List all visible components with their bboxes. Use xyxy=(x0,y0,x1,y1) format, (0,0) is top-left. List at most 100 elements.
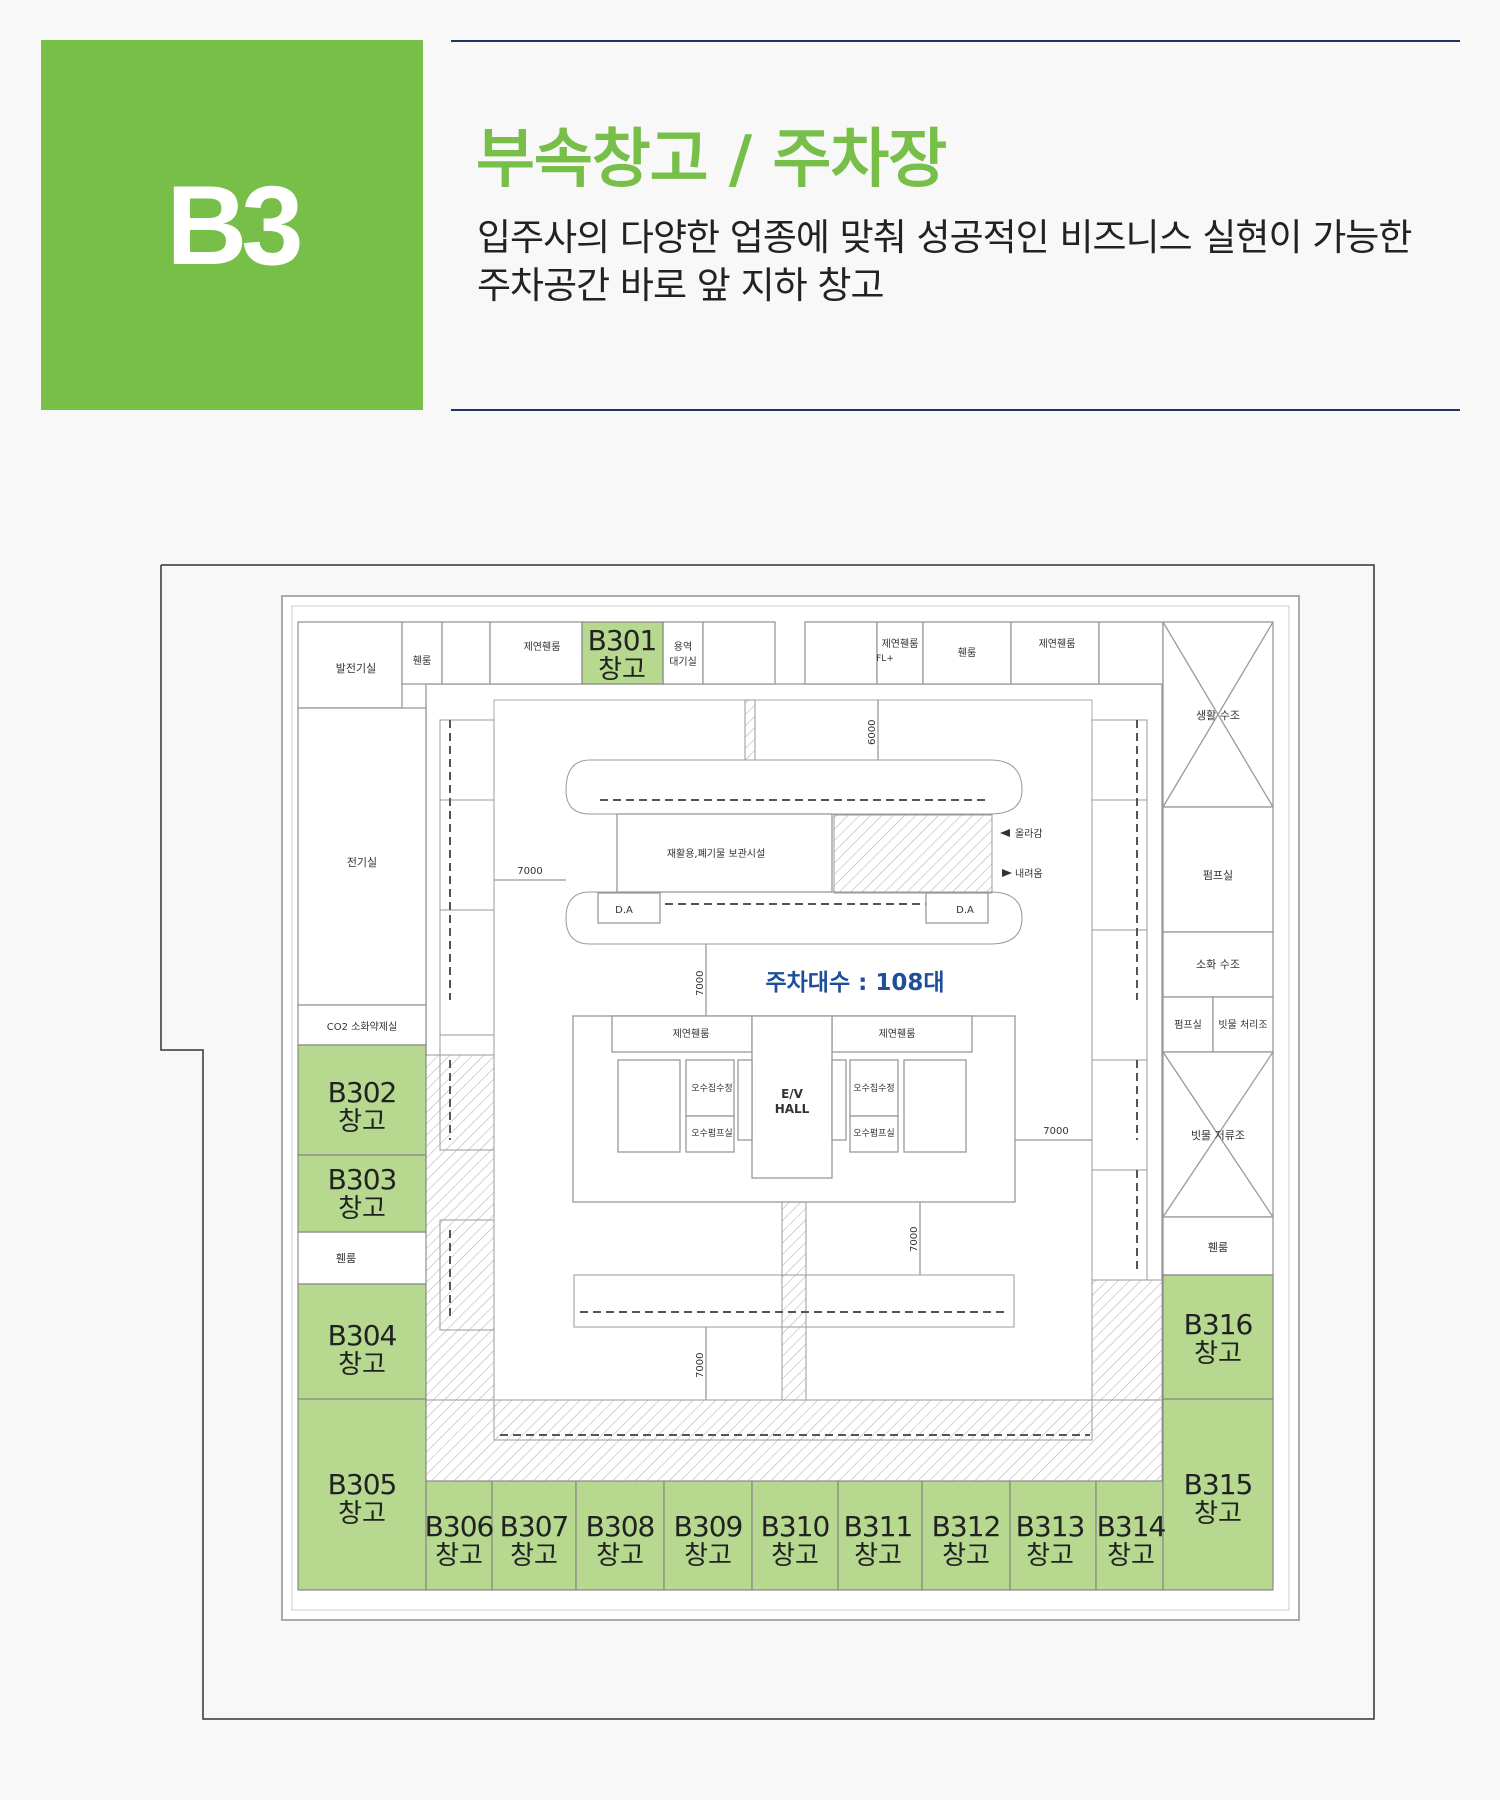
label-sewage-tank-1: 오수집수정 xyxy=(691,1082,732,1094)
storage-b303[interactable] xyxy=(297,1154,427,1233)
core-stair-left xyxy=(617,1059,681,1153)
storage-id-b303: B303 xyxy=(328,1163,397,1196)
storage-type-b310: 창고 xyxy=(771,1541,819,1571)
building-inner-wall xyxy=(291,605,1290,1611)
storage-b311[interactable] xyxy=(837,1480,923,1591)
storage-id-b313: B313 xyxy=(1016,1510,1085,1543)
room-smoke-fan-3 xyxy=(1010,621,1100,685)
storage-b306[interactable] xyxy=(425,1480,493,1591)
storage-type-b305: 창고 xyxy=(338,1499,386,1529)
storage-b309[interactable] xyxy=(663,1480,753,1591)
storage-id-b316: B316 xyxy=(1184,1308,1253,1341)
room-sewage-tank-1 xyxy=(685,1059,735,1117)
label-smoke-fan-2: 제연휀룸 xyxy=(882,638,919,650)
room-generator xyxy=(297,621,403,709)
label-fl: FL+ xyxy=(876,654,894,664)
stall xyxy=(493,1399,1093,1441)
room-fan-4 xyxy=(1162,1216,1274,1276)
parking-island-bottom xyxy=(573,1274,1015,1328)
room-da-2 xyxy=(925,892,989,924)
storage-b315[interactable] xyxy=(1162,1398,1274,1591)
storage-type-b304: 창고 xyxy=(338,1350,386,1380)
description-line-1: 입주사의 다양한 업종에 맞춰 성공적인 비즈니스 실현이 가능한 xyxy=(477,216,1412,259)
storage-id-b302: B302 xyxy=(328,1076,397,1109)
label-rain-treat: 빗물 처리조 xyxy=(1218,1019,1267,1031)
core-elev-left xyxy=(737,1059,753,1141)
hatch-left-band xyxy=(425,1054,495,1401)
room-da-1 xyxy=(597,892,661,924)
room-recycle xyxy=(616,813,833,893)
storage-b302[interactable] xyxy=(297,1044,427,1156)
page-description: 입주사의 다양한 업종에 맞춰 성공적인 비즈니스 실현이 가능한 주차공간 바… xyxy=(477,214,1457,310)
room-stair-2 xyxy=(702,621,776,685)
room-co2 xyxy=(297,1004,427,1046)
dim-7000-bottom: 7000 xyxy=(695,1353,706,1378)
label-co2: CO2 소화약제실 xyxy=(327,1021,397,1033)
description-line-2: 주차공간 바로 앞 지하 창고 xyxy=(477,264,884,307)
room-stair-4 xyxy=(1098,621,1164,685)
label-core-fan-1: 제연휀룸 xyxy=(673,1028,710,1040)
label-generator: 발전기실 xyxy=(336,662,376,675)
label-recycle: 재활용,폐기물 보관시설 xyxy=(667,847,765,860)
storage-b304[interactable] xyxy=(297,1283,427,1400)
header-rule-top xyxy=(451,40,1460,42)
room-stair-1 xyxy=(441,621,491,685)
storage-b310[interactable] xyxy=(751,1480,839,1591)
storage-type-b313: 창고 xyxy=(1026,1541,1074,1571)
storage-id-b301: B301 xyxy=(588,624,657,657)
hatch-right-band xyxy=(1091,1279,1163,1401)
room-electric xyxy=(297,707,427,1006)
storage-type-b312: 창고 xyxy=(942,1541,990,1571)
storage-id-b311: B311 xyxy=(844,1510,913,1543)
page-title: 부속창고 / 주차장 xyxy=(476,123,947,197)
label-fan-3: 휀룸 xyxy=(336,1252,356,1265)
label-pump-2: 펌프실 xyxy=(1174,1019,1202,1031)
hatch-center-corridor xyxy=(781,1199,807,1401)
label-water-tank: 생활 수조 xyxy=(1196,708,1240,722)
storage-id-b305: B305 xyxy=(328,1468,397,1501)
storage-type-b315: 창고 xyxy=(1194,1499,1242,1529)
dim-6000: 6000 xyxy=(867,720,878,745)
storage-id-b315: B315 xyxy=(1184,1468,1253,1501)
label-fan-4: 휀룸 xyxy=(1208,1241,1228,1254)
parking-stalls-right xyxy=(1091,719,1148,1281)
storage-type-b302: 창고 xyxy=(338,1107,386,1137)
room-smoke-fan-1 xyxy=(489,621,583,685)
storage-id-b310: B310 xyxy=(761,1510,830,1543)
label-waiting-2: 대기실 xyxy=(669,656,697,668)
label-waiting-1: 용역 xyxy=(674,641,692,653)
core-stair-right xyxy=(903,1059,967,1153)
storage-b316[interactable] xyxy=(1162,1274,1274,1400)
ramp-down-arrow xyxy=(1002,869,1012,877)
label-fire-tank: 소화 수조 xyxy=(1196,958,1240,971)
room-stair-3 xyxy=(804,621,878,685)
storage-id-b314: B314 xyxy=(1097,1510,1166,1543)
room-pump-1 xyxy=(1162,806,1274,933)
storage-b305[interactable] xyxy=(297,1398,427,1591)
room-sewage-pump-1 xyxy=(685,1115,735,1153)
storage-type-b307: 창고 xyxy=(510,1541,558,1571)
label-up: 올라감 xyxy=(1015,828,1043,840)
storage-type-b309: 창고 xyxy=(684,1541,732,1571)
storage-type-b303: 창고 xyxy=(338,1194,386,1224)
ramp-up-arrow xyxy=(1000,829,1010,837)
site-outline xyxy=(160,564,1375,1720)
storage-type-b306: 창고 xyxy=(435,1541,483,1571)
label-core-fan-2: 제연휀룸 xyxy=(879,1028,916,1040)
core-elev-right xyxy=(831,1059,847,1141)
rain-store-x2 xyxy=(1162,1051,1274,1218)
island-bottom-outline xyxy=(565,891,1023,945)
storage-type-b301: 창고 xyxy=(598,655,646,685)
storage-b301[interactable] xyxy=(581,621,664,685)
room-sewage-tank-2 xyxy=(849,1059,899,1117)
island-bottom-row xyxy=(573,1274,1015,1328)
parking-stalls-left xyxy=(439,719,495,1331)
label-ev-hall-2: HALL xyxy=(775,1102,810,1116)
room-fan-3 xyxy=(297,1231,427,1285)
storage-b313[interactable] xyxy=(1009,1480,1097,1591)
hatch-ramp xyxy=(833,814,993,894)
label-rain-store: 빗물 저류조 xyxy=(1191,1129,1245,1142)
label-fan-2: 휀룸 xyxy=(958,647,976,659)
room-smoke-fan-2 xyxy=(876,621,924,685)
